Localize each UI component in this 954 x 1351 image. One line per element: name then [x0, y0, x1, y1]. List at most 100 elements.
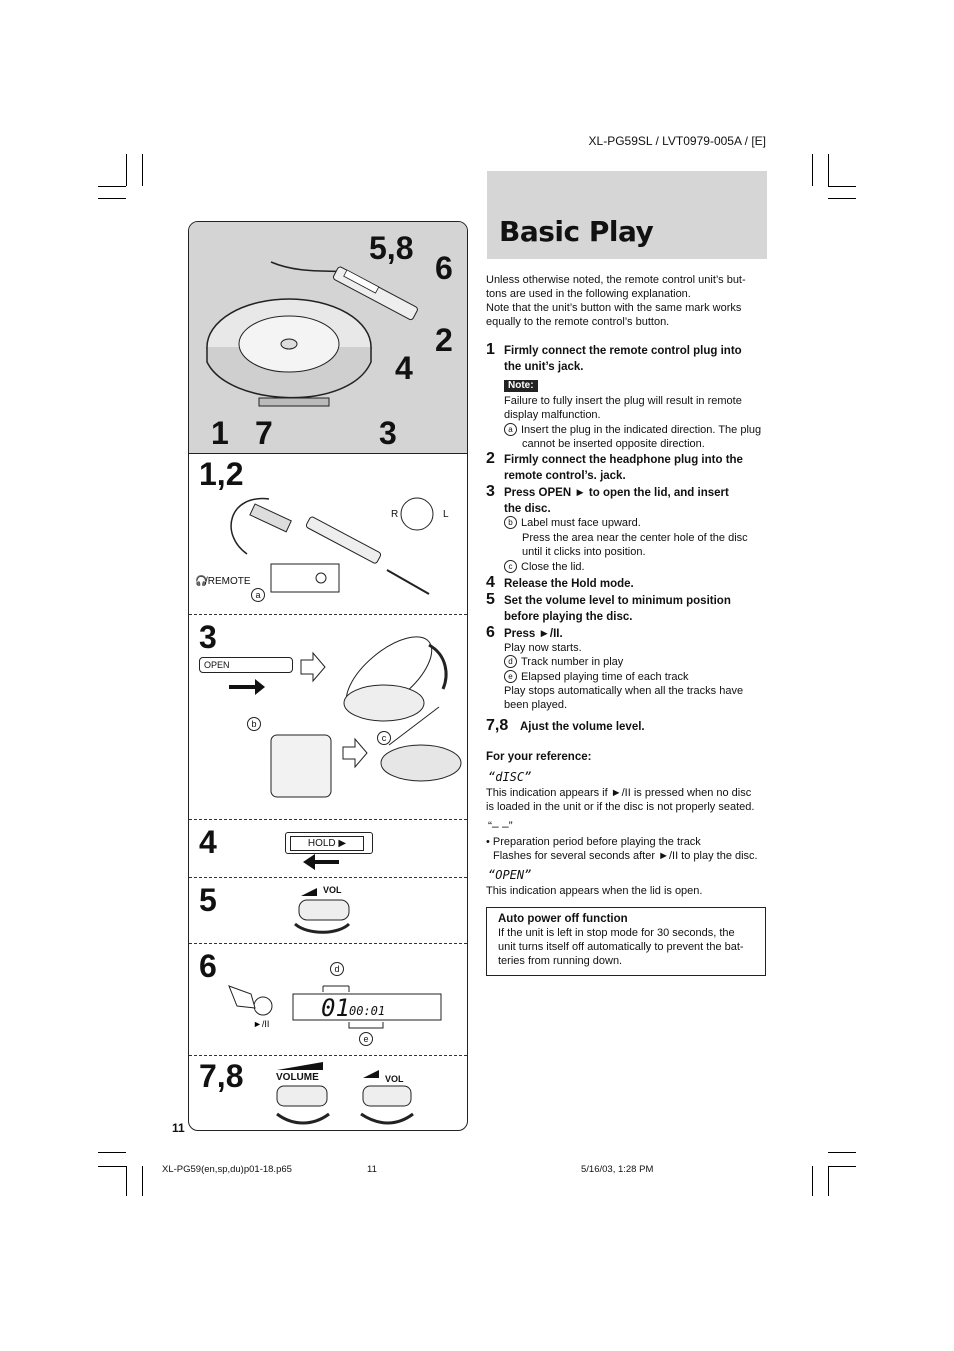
open-line: This indication appears when the lid is … — [486, 885, 703, 897]
step-3-b-line: until it clicks into position. — [522, 546, 646, 558]
reference-heading: For your reference: — [486, 751, 592, 763]
hold-arrow — [303, 854, 339, 870]
cd-player-illustration — [206, 261, 418, 407]
step-6-line: been played. — [504, 699, 567, 711]
illustration-panel: 5,8 6 2 4 1 7 3 1,2 🎧 /REMOTE a R L 3 OP… — [188, 221, 468, 1131]
model-code: XL-PG59SL / LVT0979-005A / [E] — [588, 134, 766, 148]
marker-b: b — [504, 516, 517, 529]
crop-mark — [828, 1166, 829, 1196]
step-text: the unit’s jack. — [504, 361, 584, 373]
overview-section: 5,8 6 2 4 1 7 3 — [189, 222, 467, 453]
step-3-b-line: Label must face upward. — [521, 517, 641, 529]
disc-indicator: “dISC” — [488, 770, 532, 784]
callout-1: 1 — [211, 415, 229, 451]
step-6-d-line: Track number in play — [521, 656, 624, 668]
disc-insert-illustration — [229, 636, 462, 798]
step-3-b: b Label must face upward. — [504, 516, 641, 531]
note-a-line: Insert the plug in the indicated directi… — [521, 424, 762, 436]
intro-line: Unless otherwise noted, the remote contr… — [486, 274, 746, 286]
step-6-line: Play stops automatically when all the tr… — [504, 685, 744, 697]
step-3-c-line: Close the lid. — [521, 561, 585, 573]
auto-power-line: teries from running down. — [498, 955, 623, 967]
callout-5-8: 5,8 — [369, 230, 414, 266]
page-title: Basic Play — [499, 215, 654, 248]
disc-line: This indication appears if ►/II is press… — [486, 787, 752, 799]
step-text: Firmly connect the headphone plug into t… — [504, 454, 743, 466]
vol-label: VOL — [323, 885, 342, 895]
section-5: 5 VOL — [189, 877, 467, 944]
step-number: 6 — [486, 624, 495, 641]
section-4: 4 HOLD ▶ — [189, 819, 467, 878]
step-text: Press ►/II. — [504, 628, 563, 640]
step-number: 5 — [486, 591, 495, 608]
open-switch-label: OPEN — [204, 660, 230, 670]
open-switch: OPEN — [199, 657, 293, 673]
intro-line: equally to the remote control’s button. — [486, 316, 670, 328]
step-number: 7,8 — [486, 717, 509, 734]
lcd-track-number: 01 — [321, 994, 350, 1022]
section-6: 6 ►/II d e 01 00:01 — [189, 943, 467, 1056]
marker-b: b — [247, 717, 261, 731]
note-line: Failure to fully insert the plug will re… — [504, 395, 742, 407]
svg-text:►/II: ►/II — [253, 1019, 269, 1029]
callout-2: 2 — [435, 322, 453, 358]
left-ear-label: L — [443, 509, 449, 520]
crop-mark — [98, 1152, 126, 1153]
marker-c: c — [377, 731, 391, 745]
volume-label: VOLUME — [276, 1072, 319, 1083]
vol-label-remote: VOL — [385, 1074, 404, 1084]
section-number: 1,2 — [199, 456, 244, 492]
remote-jack-label: /REMOTE — [205, 576, 251, 587]
marker-a: a — [251, 588, 265, 602]
dash-line: • Preparation period before playing the … — [486, 836, 701, 848]
marker-d: d — [504, 655, 517, 668]
hold-slider: HOLD ▶ — [290, 836, 364, 851]
section-3: 3 OPEN b c — [189, 614, 467, 820]
headphone-icon: 🎧 — [195, 576, 208, 587]
hold-label: HOLD — [307, 838, 336, 849]
callout-4: 4 — [395, 350, 413, 386]
right-ear-label: R — [391, 509, 399, 520]
auto-power-heading: Auto power off function — [498, 913, 628, 925]
callout-6: 6 — [435, 250, 453, 286]
section-number: 7,8 — [199, 1058, 244, 1094]
step-text: Firmly connect the remote control plug i… — [504, 345, 742, 357]
intro-line: tons are used in the following explanati… — [486, 288, 691, 300]
dash-line: Flashes for several seconds after ►/II t… — [493, 850, 758, 862]
crop-mark — [142, 1166, 143, 1196]
callout-3: 3 — [379, 415, 397, 451]
step-6-line: Play now starts. — [504, 642, 582, 654]
footer-page: 11 — [367, 1164, 377, 1175]
intro-line: Note that the unit’s button with the sam… — [486, 302, 742, 314]
crop-mark — [126, 154, 127, 186]
section-7-8: 7,8 VOLUME VOL — [189, 1055, 467, 1130]
footer-file: XL-PG59(en,sp,du)p01-18.p65 — [162, 1164, 292, 1175]
crop-mark — [812, 154, 813, 186]
crop-mark — [142, 154, 143, 186]
marker-a: a — [504, 423, 517, 436]
footer-date: 5/16/03, 1:28 PM — [581, 1164, 654, 1175]
step-3-b-line: Press the area near the center hole of t… — [522, 532, 748, 544]
disc-line: is loaded in the unit or if the disc is … — [486, 801, 755, 813]
section-number: 5 — [199, 882, 217, 918]
volume-dial-illustration — [294, 888, 351, 934]
crop-mark — [828, 186, 856, 187]
note-a-line: cannot be inserted opposite direction. — [522, 438, 705, 450]
crop-mark — [828, 1166, 856, 1167]
step-number: 4 — [486, 574, 495, 591]
section-number: 6 — [199, 948, 217, 984]
step-text: before playing the disc. — [504, 611, 633, 623]
step-text: Release the Hold mode. — [504, 578, 634, 590]
step-text: Press OPEN ► to open the lid, and insert — [504, 487, 729, 499]
marker-d: d — [330, 962, 344, 976]
note-badge: Note: — [504, 380, 538, 392]
step-6-d: d Track number in play — [504, 655, 623, 670]
plug-connection-illustration — [230, 497, 434, 595]
lcd-elapsed-time: 00:01 — [349, 1004, 386, 1018]
crop-mark — [828, 198, 856, 199]
crop-mark — [828, 1152, 856, 1153]
crop-mark — [812, 1166, 813, 1196]
step-text: Ajust the volume level. — [520, 721, 645, 733]
